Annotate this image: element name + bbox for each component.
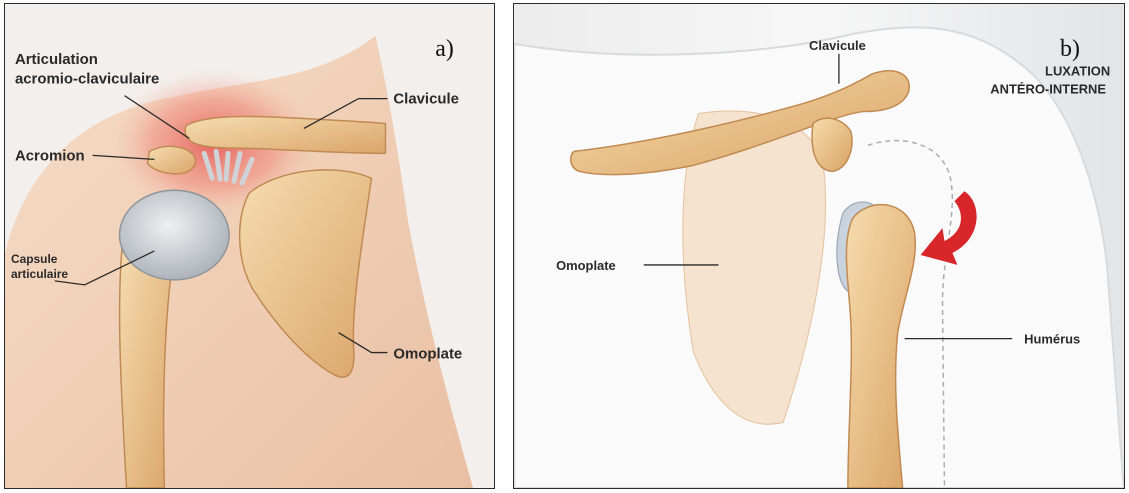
- label-capsule-line2: articulaire: [11, 267, 68, 281]
- panel-letter-a: a): [435, 36, 454, 62]
- label-omoplate: Omoplate: [393, 346, 462, 363]
- panel-b-illustration: Clavicule Omoplate Humérus LUXATION ANTÉ…: [514, 4, 1124, 488]
- acromion-bone: [812, 118, 852, 171]
- acromion-bone: [147, 146, 195, 173]
- label-humerus: Humérus: [1024, 332, 1080, 347]
- panel-a-illustration: Articulation acromio-claviculaire Clavic…: [5, 4, 494, 488]
- label-omoplate: Omoplate: [556, 258, 616, 273]
- panel-letter-b: b): [1060, 36, 1080, 62]
- label-articulation-line2: acromio-claviculaire: [15, 71, 159, 88]
- panel-a-shoulder-anatomy: Articulation acromio-claviculaire Clavic…: [4, 3, 495, 489]
- panel-b-dislocation: Clavicule Omoplate Humérus LUXATION ANTÉ…: [513, 3, 1125, 489]
- label-clavicule: Clavicule: [393, 91, 459, 108]
- label-clavicule: Clavicule: [809, 38, 866, 53]
- title-line1: LUXATION: [1045, 64, 1110, 79]
- joint-capsule: [120, 190, 230, 280]
- label-acromion: Acromion: [15, 147, 85, 164]
- title-line2: ANTÉRO-INTERNE: [990, 82, 1106, 97]
- label-capsule-line1: Capsule: [11, 252, 58, 266]
- label-articulation-line1: Articulation: [15, 51, 98, 68]
- clavicle-bone: [185, 116, 385, 153]
